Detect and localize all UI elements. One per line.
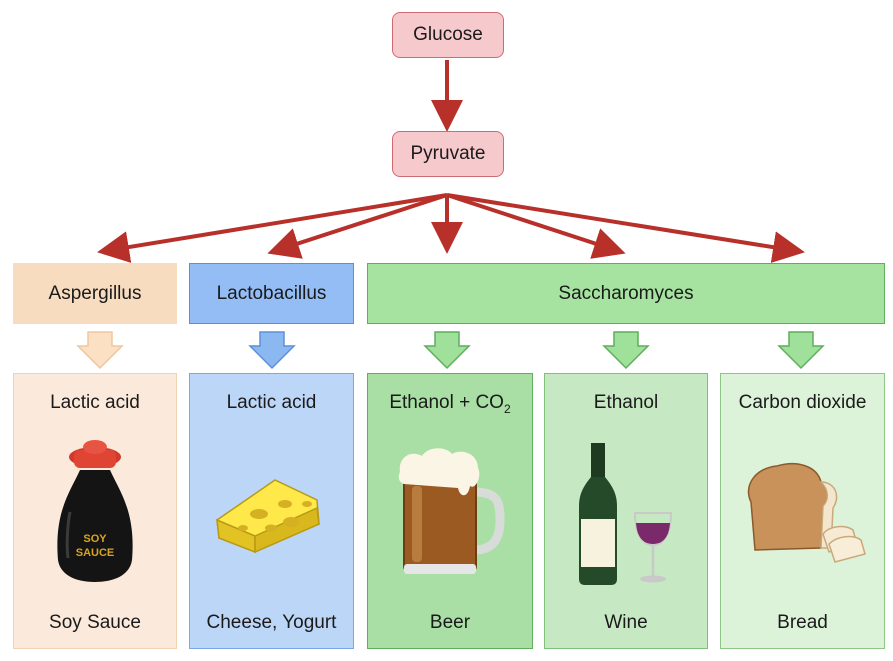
wine-bottle-icon bbox=[579, 443, 673, 585]
bread-product-label: Bread bbox=[777, 612, 828, 633]
soy-bottle-text-1: SOY bbox=[83, 533, 107, 545]
saccharomyces-node: Saccharomyces bbox=[367, 263, 885, 324]
cheese-panel: Lactic acid Cheese, Yogurt bbox=[189, 373, 354, 649]
down-arrow-bread bbox=[777, 331, 825, 370]
cheese-product-title: Lactic acid bbox=[226, 392, 317, 413]
cheese-image bbox=[190, 432, 353, 592]
soy-sauce-image: SOY SAUCE bbox=[14, 432, 176, 592]
down-arrow-wine bbox=[602, 331, 650, 370]
beer-panel: Ethanol + CO2 Beer bbox=[367, 373, 533, 649]
down-arrow-beer bbox=[423, 331, 471, 370]
bread-panel: Carbon dioxide Bread bbox=[720, 373, 885, 649]
bread-loaf-icon bbox=[747, 462, 866, 563]
aspergillus-label: Aspergillus bbox=[48, 282, 142, 304]
pyruvate-node: Pyruvate bbox=[392, 131, 504, 177]
wine-product-label: Wine bbox=[604, 612, 648, 633]
cheese-icon bbox=[215, 479, 320, 554]
down-arrow-aspergillus bbox=[76, 331, 124, 370]
lactobacillus-node: Lactobacillus bbox=[189, 263, 354, 324]
arrow-pyruvate-to-lactobacillus bbox=[267, 193, 448, 259]
bread-product-title: Carbon dioxide bbox=[738, 392, 867, 413]
pyruvate-label: Pyruvate bbox=[410, 143, 486, 164]
wine-panel: Ethanol Wine bbox=[544, 373, 708, 649]
glucose-label: Glucose bbox=[413, 24, 483, 45]
wine-product-title: Ethanol bbox=[593, 392, 659, 413]
beer-title-main: Ethanol + CO bbox=[389, 392, 504, 413]
glucose-node: Glucose bbox=[392, 12, 504, 58]
arrow-pyruvate-to-wine bbox=[446, 193, 626, 259]
arrow-pyruvate-to-aspergillus bbox=[97, 193, 448, 263]
beer-image bbox=[368, 432, 532, 592]
lactobacillus-label: Lactobacillus bbox=[216, 282, 327, 304]
aspergillus-node: Aspergillus bbox=[13, 263, 177, 324]
beer-mug-icon bbox=[398, 448, 505, 574]
down-arrow-lactobacillus bbox=[248, 331, 296, 370]
soy-product-title: Lactic acid bbox=[50, 392, 140, 413]
beer-product-title: Ethanol + CO2 bbox=[368, 392, 532, 416]
saccharomyces-label: Saccharomyces bbox=[558, 282, 694, 304]
beer-product-label: Beer bbox=[429, 612, 471, 633]
arrow-pyruvate-to-bread bbox=[446, 193, 805, 264]
wine-image bbox=[545, 432, 707, 592]
bread-image bbox=[721, 432, 884, 592]
cheese-product-label: Cheese, Yogurt bbox=[206, 612, 337, 633]
soy-sauce-bottle-icon: SOY SAUCE bbox=[57, 440, 133, 582]
soy-product-label: Soy Sauce bbox=[49, 612, 141, 633]
soy-sauce-panel: Lactic acid SOY SAUCE Soy Sauce bbox=[13, 373, 177, 649]
soy-bottle-text-2: SAUCE bbox=[76, 547, 115, 559]
beer-title-subscript: 2 bbox=[503, 401, 511, 416]
